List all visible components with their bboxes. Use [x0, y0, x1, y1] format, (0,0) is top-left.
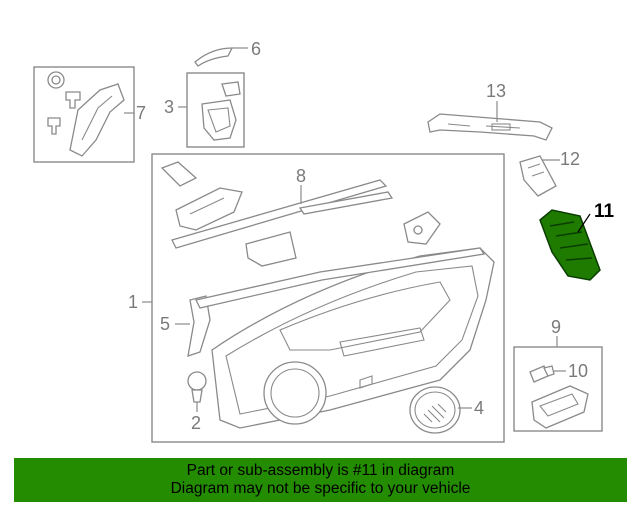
- part-12-switch: [519, 155, 557, 197]
- door-trim-panel: [211, 247, 495, 429]
- part-11-window-switch: [539, 209, 601, 281]
- part-9-box: [513, 346, 603, 432]
- door-lock-actuator: [245, 211, 441, 267]
- part-3-box: [186, 72, 245, 148]
- callout-4: 4: [474, 398, 484, 418]
- callout-1: 1: [128, 292, 138, 312]
- info-banner: Part or sub-assembly is #11 in diagram D…: [14, 458, 627, 502]
- callout-10: 10: [568, 361, 588, 381]
- part-4-speaker-grille: [409, 386, 461, 434]
- part-7-box: [33, 66, 135, 163]
- leader-11: [577, 213, 591, 233]
- part-8-belt-moulding: [160, 161, 394, 249]
- part-2-clip: [187, 371, 207, 403]
- banner-line-1: Part or sub-assembly is #11 in diagram: [186, 462, 455, 479]
- inner-handle: [175, 187, 243, 231]
- part-6-trim: [194, 47, 234, 67]
- callout-8: 8: [296, 166, 306, 186]
- callout-3: 3: [164, 97, 174, 117]
- callout-12: 12: [560, 149, 580, 169]
- callout-5: 5: [160, 314, 170, 334]
- part-10-bulb: [529, 365, 555, 383]
- callout-6: 6: [251, 39, 261, 59]
- callout-2: 2: [191, 413, 201, 433]
- door-assembly-box: [151, 153, 505, 443]
- part-5-weatherstrip: [187, 247, 486, 357]
- courtesy-lamp: [531, 385, 589, 429]
- callout-11: 11: [594, 201, 615, 222]
- part-7-clips: [47, 71, 125, 157]
- callout-13: 13: [486, 81, 506, 101]
- part-13-handle-trim: [427, 113, 553, 141]
- part-3-bracket: [201, 81, 241, 141]
- callout-9: 9: [551, 317, 561, 337]
- banner-line-2: Diagram may not be specific to your vehi…: [170, 480, 471, 497]
- callout-7: 7: [136, 103, 146, 123]
